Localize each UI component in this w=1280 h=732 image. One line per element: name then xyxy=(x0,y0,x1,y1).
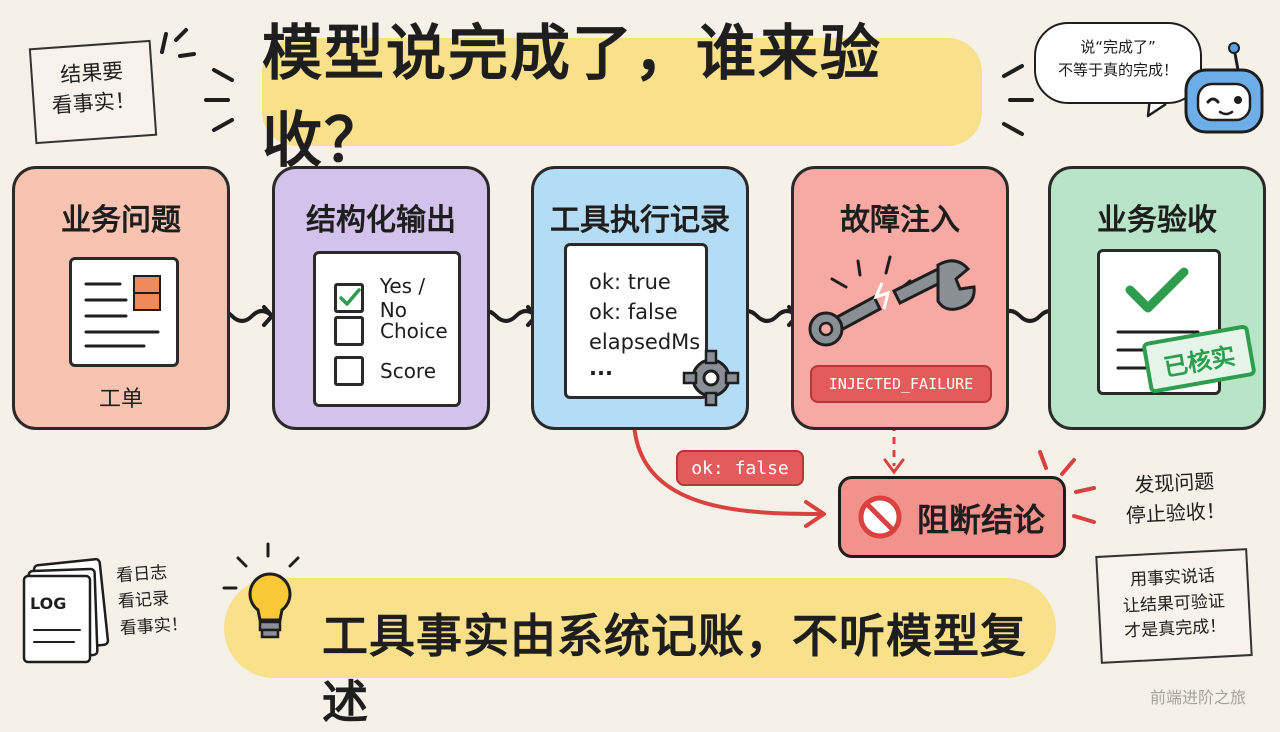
prohibited-icon xyxy=(858,495,902,539)
note-log-side: 看日志 看记录 看事实！ xyxy=(115,557,210,642)
work-order-document xyxy=(69,257,179,367)
block-conclusion-box: 阻断结论 xyxy=(838,476,1066,558)
work-order-label: 工单 xyxy=(98,387,143,412)
stage-title: 结构化输出 xyxy=(306,203,456,238)
record-line: ... xyxy=(589,356,613,380)
stage-title: 工具执行记录 xyxy=(550,203,730,238)
option-row: Choice xyxy=(334,316,448,346)
robot-speech-bubble: 说“完成了” 不等于真的完成！ xyxy=(1034,22,1202,104)
bubble-line: 说“完成了” xyxy=(1080,38,1156,56)
empty-checkbox-icon xyxy=(334,356,364,386)
watermark: 前端进阶之旅 xyxy=(1150,688,1247,707)
verified-stamp-label: 已核实 xyxy=(1161,341,1238,382)
ok-false-branch-label: ok: false xyxy=(676,450,804,486)
option-row: Score xyxy=(334,356,436,386)
note-bottom-right: 用事实说话 让结果可验证 才是真完成！ xyxy=(1095,548,1253,664)
robot-icon xyxy=(1184,42,1264,134)
injected-failure-badge: INJECTED_FAILURE xyxy=(810,365,992,403)
stage-title: 业务问题 xyxy=(61,203,181,238)
title-banner: 模型说完成了，谁来验收？ xyxy=(262,19,982,176)
empty-checkbox-icon xyxy=(334,316,364,346)
record-line: ok: false xyxy=(589,300,678,324)
stage-tool-execution-log: 工具执行记录 ok: true ok: false elapsedMs ... xyxy=(531,166,749,430)
stage-business-problem: 业务问题 工单 xyxy=(12,166,230,430)
note-found-problem: 发现问题 停止验收！ xyxy=(1109,465,1242,532)
options-card: Yes / No Choice Score xyxy=(313,251,461,407)
checked-checkbox-icon xyxy=(334,283,364,313)
bottom-banner: 工具事实由系统记账，不听模型复述 xyxy=(224,578,1056,729)
stage-fault-injection: 故障注入 INJECTED_FAILURE xyxy=(791,166,1009,430)
broken-wrench-icon xyxy=(808,255,976,347)
stage-structured-output: 结构化输出 Yes / No Choice Score xyxy=(272,166,490,430)
stage-business-acceptance: 业务验收 已核实 xyxy=(1048,166,1266,430)
option-row: Yes / No xyxy=(334,274,458,322)
record-line: ok: true xyxy=(589,270,671,294)
light-bulb-icon xyxy=(248,572,292,639)
bubble-line: 不等于真的完成！ xyxy=(1057,60,1178,79)
stage-title: 业务验收 xyxy=(1097,203,1217,238)
option-label: Yes / No xyxy=(379,274,426,322)
option-label: Score xyxy=(380,359,437,383)
page-title: 模型说完成了，谁来验收？ xyxy=(262,19,882,176)
injected-failure-label: INJECTED_FAILURE xyxy=(828,375,974,393)
branch-label-text: ok: false xyxy=(691,457,789,479)
option-label: Choice xyxy=(380,319,448,343)
failure-branch-line xyxy=(632,422,822,516)
gear-icon xyxy=(682,349,740,407)
note-top-left: 结果要 看事实！ xyxy=(28,39,158,145)
bottom-banner-text: 工具事实由系统记账，不听模型复述 xyxy=(322,609,1027,729)
log-stack-icon xyxy=(22,557,110,664)
log-label: LOG xyxy=(30,594,67,613)
stage-title: 故障注入 xyxy=(840,203,960,238)
document-lines-icon xyxy=(84,275,161,348)
block-conclusion-label: 阻断结论 xyxy=(917,501,1046,539)
record-line: elapsedMs xyxy=(589,330,701,354)
